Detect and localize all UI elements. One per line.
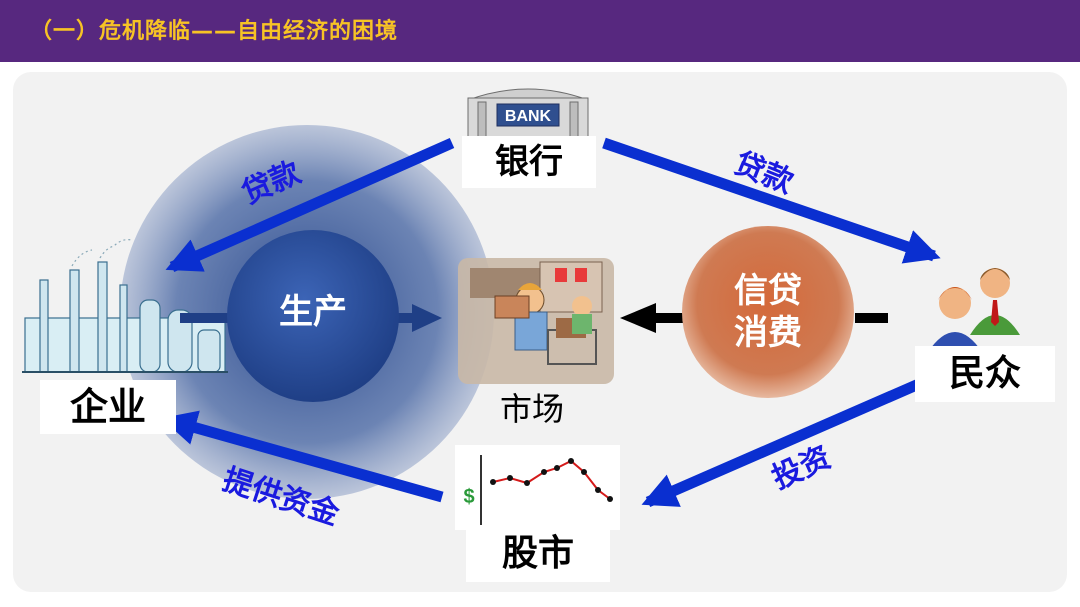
credit-consumption-circle <box>682 226 854 398</box>
market-shopping-image <box>458 258 614 384</box>
factory-icon <box>22 239 228 373</box>
money-flow-arrows <box>161 137 941 508</box>
arrow-people-to-stock <box>641 374 931 508</box>
arrow-stock-to-enterprise <box>161 410 444 503</box>
stock-chart-image <box>455 445 620 530</box>
enterprise-label: 企业 <box>40 380 176 434</box>
production-circle <box>227 230 399 402</box>
market-label: 市场 <box>500 390 565 428</box>
credit-label-line2: 消费 <box>734 313 802 353</box>
people-avatars-icon <box>928 268 1020 352</box>
credit-label-line1: 信贷 <box>734 271 802 311</box>
dollar-sign: $ <box>463 486 474 508</box>
stock-market-label: 股市 <box>466 526 610 582</box>
slide-title: （一）危机降临——自由经济的困境 <box>30 19 399 44</box>
bank-label: 银行 <box>462 136 596 188</box>
slide-header: （一）危机降临——自由经济的困境 <box>0 0 1080 62</box>
arrow-bank-to-people <box>602 137 941 264</box>
people-label: 民众 <box>915 346 1055 402</box>
bank-sign: BANK <box>505 108 552 125</box>
arrow-bank-to-enterprise <box>165 137 455 273</box>
production-label: 生产 <box>279 292 347 332</box>
